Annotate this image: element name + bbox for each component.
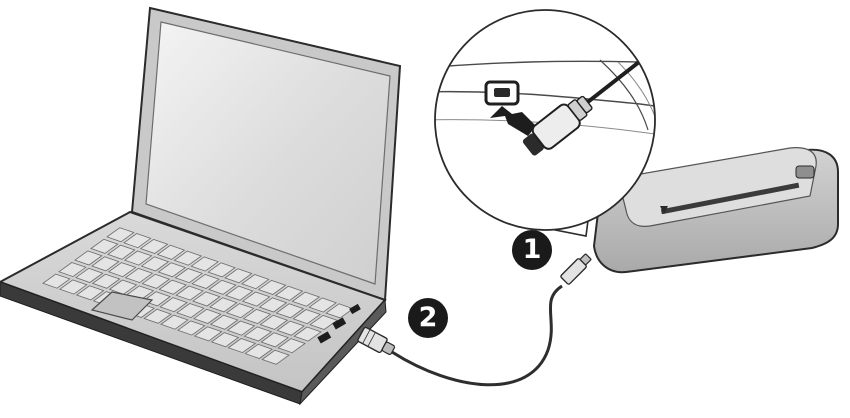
- keyboard-key: [157, 262, 187, 278]
- scanner-slot: [660, 182, 800, 215]
- keyboard-key: [292, 309, 321, 325]
- keyboard-key: [257, 279, 287, 295]
- keyboard-key: [107, 262, 137, 278]
- keyboard-key: [208, 279, 237, 295]
- keyboard-key: [158, 279, 187, 295]
- keyboard-key: [190, 256, 219, 272]
- keyboard-key: [123, 233, 152, 249]
- keyboard-key: [176, 303, 205, 319]
- zoom-callout: [434, 9, 656, 237]
- keyboard-key: [210, 332, 240, 348]
- keyboard-key: [42, 273, 71, 289]
- keyboard-key: [291, 291, 321, 307]
- keyboard-key: [193, 308, 222, 324]
- zoom-circle: [434, 9, 656, 231]
- laptop-side-edge: [299, 298, 387, 406]
- keyboard-key: [59, 279, 88, 295]
- keyboard-key: [261, 349, 290, 365]
- laptop-touchpad: [90, 291, 154, 321]
- keyboard-key: [90, 238, 119, 254]
- keyboard-key: [75, 267, 104, 283]
- keyboard-key: [175, 285, 204, 301]
- keyboard-key: [174, 268, 203, 284]
- keyboard-key: [293, 326, 322, 342]
- keyboard-key: [209, 297, 238, 313]
- keyboard-key: [207, 262, 236, 278]
- laptop-screen: [145, 21, 391, 285]
- usb-cable: [391, 284, 563, 387]
- keyboard-key: [241, 291, 271, 307]
- keyboard-key: [259, 314, 289, 330]
- keyboard-key: [258, 297, 288, 313]
- keyboard-key: [140, 256, 170, 272]
- keyboard-key: [91, 256, 120, 272]
- keyboard-key: [191, 273, 220, 289]
- keyboard-key: [277, 338, 306, 354]
- laptop-usb-port: [332, 317, 347, 330]
- keyboard-key: [243, 326, 273, 342]
- mini-usb-plug: [560, 253, 592, 285]
- keyboard-key: [139, 238, 169, 254]
- keyboard-key: [143, 308, 172, 324]
- keyboard-key: [309, 314, 338, 330]
- keyboard-key: [160, 314, 189, 330]
- laptop-keyboard: [42, 227, 354, 365]
- keyboard-key: [274, 285, 304, 301]
- scanner-paper-guide-icon: [660, 206, 668, 214]
- keyboard-key: [241, 274, 270, 290]
- keyboard-key: [58, 262, 87, 278]
- keyboard-key: [156, 244, 186, 260]
- keyboard-key: [209, 314, 239, 330]
- keyboard-key: [91, 273, 121, 289]
- insert-arrow-icon: [490, 106, 536, 136]
- keyboard-key: [159, 297, 188, 313]
- keyboard-key: [325, 303, 354, 319]
- keyboard-key: [173, 250, 203, 266]
- keyboard-key: [141, 273, 171, 289]
- keyboard-key: [242, 308, 272, 325]
- keyboard-key: [260, 332, 289, 348]
- keyboard-key: [227, 338, 257, 354]
- keyboard-key: [123, 250, 153, 266]
- usb-a-plug: [357, 326, 396, 355]
- keyboard-key: [226, 320, 256, 336]
- keyboard-key: [124, 267, 154, 284]
- keyboard-key: [193, 326, 223, 342]
- keyboard-key: [107, 244, 136, 260]
- keyboard-key: [192, 291, 221, 307]
- keyboard-key: [225, 303, 255, 319]
- laptop-usb-port: [349, 303, 361, 315]
- keyboard-key: [276, 320, 305, 336]
- keyboard-key: [106, 227, 135, 243]
- scanner: [592, 147, 839, 274]
- keyboard-key: [225, 285, 254, 301]
- keyboard-key: [275, 303, 305, 319]
- step-1-badge: 1: [512, 230, 552, 270]
- keyboard-key: [224, 268, 253, 284]
- laptop-usb-port: [317, 331, 332, 344]
- step-2-badge: 2: [408, 298, 448, 338]
- keyboard-key: [308, 297, 337, 313]
- keyboard-key: [177, 320, 206, 336]
- scanner-button: [795, 165, 815, 179]
- keyboard-key: [244, 343, 273, 359]
- laptop: [0, 6, 402, 406]
- usb-plug-closeup: [522, 61, 640, 156]
- keyboard-key: [75, 285, 105, 301]
- keyboard-key: [74, 250, 103, 266]
